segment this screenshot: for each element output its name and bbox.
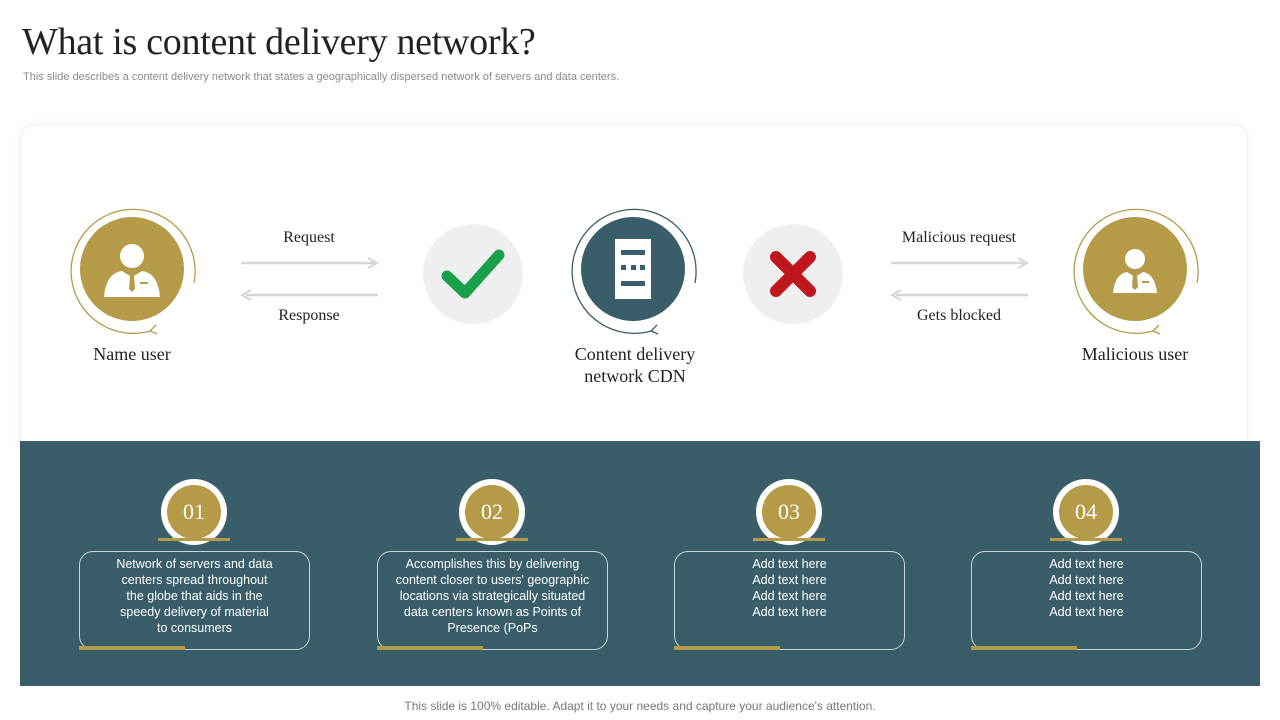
step-text: Network of servers and data centers spre…	[116, 557, 273, 635]
name-user-label: Name user	[93, 344, 171, 364]
step-badge-03: 03	[756, 479, 822, 545]
step-accent-bar	[971, 646, 1077, 650]
page-subtitle: This slide describes a content delivery …	[23, 71, 620, 83]
badge-underline	[753, 538, 825, 541]
check-icon	[441, 249, 505, 299]
blocked-indicator	[743, 224, 843, 324]
cdn-label-line1: Content delivery	[574, 344, 696, 364]
request-label: Request	[283, 229, 335, 246]
step-badge-02: 02	[459, 479, 525, 545]
step-number: 04	[1059, 485, 1113, 539]
ring-arrow-icon	[571, 208, 697, 335]
cdn-node	[569, 205, 699, 335]
step-accent-bar	[79, 646, 185, 650]
footer-note: This slide is 100% editable. Adapt it to…	[404, 699, 876, 713]
malicious-user-node	[1071, 205, 1201, 335]
badge-underline	[158, 538, 230, 541]
badge-underline	[1050, 538, 1122, 541]
allowed-indicator	[423, 224, 523, 324]
ring-arrow-icon	[70, 208, 196, 335]
cross-icon	[770, 251, 816, 297]
step-badge-01: 01	[161, 479, 227, 545]
malicious-request-label: Malicious request	[901, 229, 1017, 246]
steps-band	[20, 441, 1260, 686]
step-accent-bar	[377, 646, 483, 650]
step-text: Accomplishes this by delivering content …	[395, 557, 590, 635]
badge-underline	[456, 538, 528, 541]
user-icon	[104, 244, 160, 297]
step-box-04: Add text here Add text here Add text her…	[971, 551, 1202, 650]
double-arrow-icon	[890, 257, 1030, 301]
step-text: Add text here Add text here Add text her…	[1049, 557, 1124, 619]
response-label: Response	[278, 307, 340, 324]
step-number: 03	[762, 485, 816, 539]
cdn-label-line2: network CDN	[584, 366, 686, 386]
ring-arrow-icon	[1073, 208, 1199, 335]
step-box-02: Accomplishes this by delivering content …	[377, 551, 608, 650]
name-user-node	[68, 205, 198, 335]
step-box-01: Network of servers and data centers spre…	[79, 551, 310, 650]
step-badge-04: 04	[1053, 479, 1119, 545]
malicious-user-label: Malicious user	[1081, 344, 1189, 364]
step-number: 01	[167, 485, 221, 539]
step-box-03: Add text here Add text here Add text her…	[674, 551, 905, 650]
server-icon	[615, 239, 651, 299]
gets-blocked-label: Gets blocked	[917, 307, 1001, 324]
step-text: Add text here Add text here Add text her…	[752, 557, 827, 619]
step-accent-bar	[674, 646, 780, 650]
step-number: 02	[465, 485, 519, 539]
user-icon	[1113, 249, 1157, 293]
double-arrow-icon	[240, 257, 380, 301]
page-title: What is content delivery network?	[22, 21, 536, 63]
